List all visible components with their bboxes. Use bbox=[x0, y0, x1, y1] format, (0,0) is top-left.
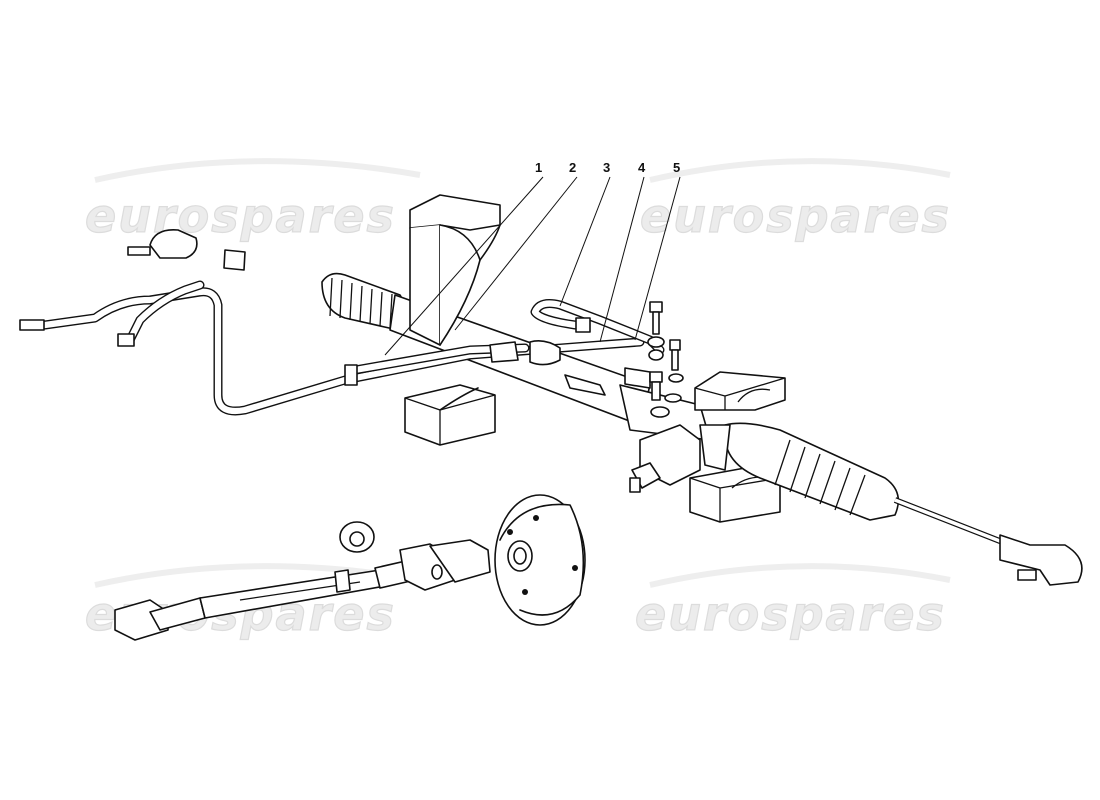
left-tie-rod bbox=[127, 228, 331, 287]
callout-1: 1 bbox=[535, 160, 542, 175]
steering-column-shaft bbox=[114, 521, 491, 641]
pinion-housing bbox=[629, 424, 701, 493]
hydraulic-pipes bbox=[19, 280, 665, 416]
watermark-top-left: eurospares bbox=[85, 189, 396, 243]
callout-3: 3 bbox=[603, 160, 610, 175]
watermark-bottom-right: eurospares bbox=[635, 587, 946, 641]
callout-5: 5 bbox=[673, 160, 680, 175]
callout-leaders bbox=[384, 176, 681, 356]
callouts: 1 2 3 4 5 bbox=[535, 160, 680, 175]
callout-2: 2 bbox=[569, 160, 576, 175]
mount-bracket-lower-left bbox=[404, 384, 496, 446]
mount-bracket-upper-right bbox=[694, 371, 786, 411]
right-tie-rod bbox=[893, 497, 1083, 586]
mount-bracket-upper-left bbox=[409, 194, 501, 346]
bolts-and-washers bbox=[647, 301, 684, 418]
flange-disk bbox=[494, 494, 586, 626]
watermark-top-right: eurospares bbox=[640, 189, 951, 243]
watermarks: eurospares eurospares eurospares eurospa… bbox=[84, 158, 951, 642]
right-bellows bbox=[699, 422, 900, 521]
callout-4: 4 bbox=[638, 160, 646, 175]
